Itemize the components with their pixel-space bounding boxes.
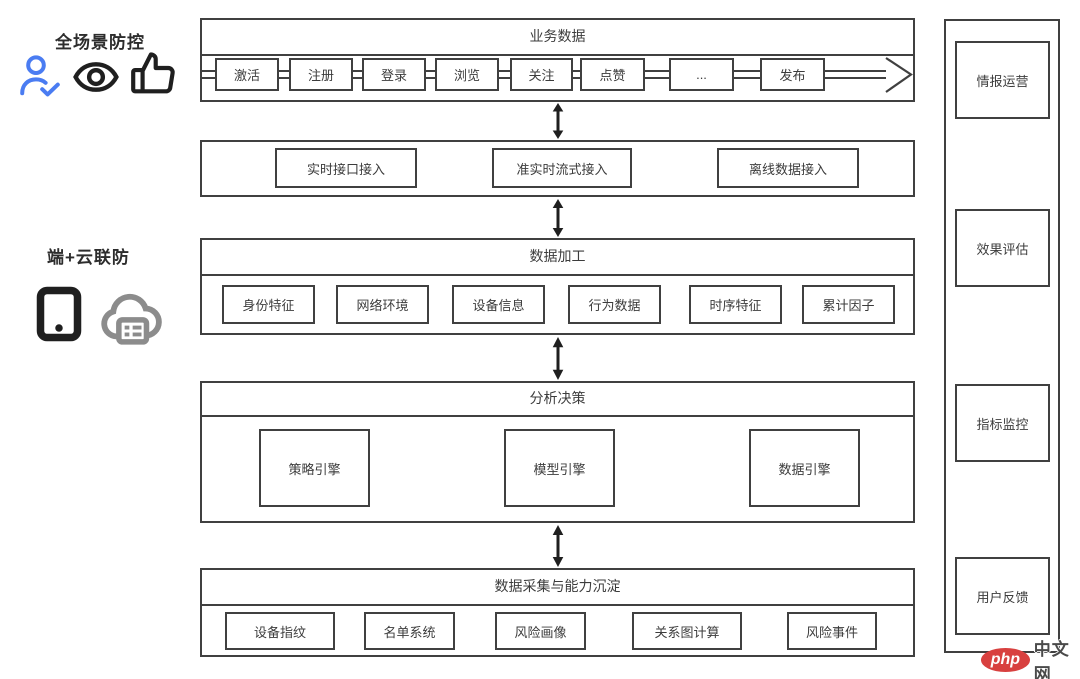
analysis-decision-title: 分析决策: [202, 383, 913, 417]
double-arrow-4: [552, 525, 564, 567]
feature-box: 身份特征: [222, 285, 315, 324]
analysis-decision-section: 分析决策 策略引擎 模型引擎 数据引擎: [200, 381, 915, 523]
step-box: 浏览: [435, 58, 499, 91]
feature-box: 累计因子: [802, 285, 895, 324]
step-box: ...: [669, 58, 734, 91]
business-steps-band: 激活 注册 登录 浏览 关注 点赞 ... 发布: [202, 52, 913, 100]
php-site-text: 中文网: [1033, 640, 1070, 679]
business-data-title: 业务数据: [202, 20, 913, 56]
capability-box: 风险画像: [495, 612, 586, 650]
engine-box: 数据引擎: [749, 429, 860, 507]
step-box: 点赞: [580, 58, 645, 91]
double-arrow-1: [552, 103, 564, 139]
data-access-section: 实时接口接入 准实时流式接入 离线数据接入: [200, 140, 915, 197]
step-box: 登录: [362, 58, 426, 91]
step-box: 注册: [289, 58, 353, 91]
ops-box: 用户反馈: [955, 557, 1050, 635]
capability-box: 设备指纹: [225, 612, 335, 650]
engine-box: 策略引擎: [259, 429, 370, 507]
double-arrow-3: [552, 337, 564, 380]
capability-box: 风险事件: [787, 612, 877, 650]
feature-box: 行为数据: [568, 285, 661, 324]
step-box: 激活: [215, 58, 279, 91]
access-box: 准实时流式接入: [492, 148, 632, 188]
eye-icon: [73, 62, 119, 92]
capability-box: 关系图计算: [632, 612, 742, 650]
cloud-defense-label: 端+云联防: [47, 248, 130, 267]
cloud-server-icon: [101, 293, 162, 345]
ops-box: 指标监控: [955, 384, 1050, 462]
capability-box: 名单系统: [364, 612, 455, 650]
data-processing-title: 数据加工: [202, 240, 913, 276]
user-check-icon: [20, 55, 60, 97]
feature-box: 时序特征: [689, 285, 782, 324]
access-box: 实时接口接入: [275, 148, 417, 188]
php-logo: php: [981, 648, 1030, 672]
ops-box: 情报运营: [955, 41, 1050, 119]
step-box: 关注: [510, 58, 573, 91]
php-cn-watermark: php 中文网: [981, 635, 1080, 679]
data-collection-section: 数据采集与能力沉淀 设备指纹 名单系统 风险画像 关系图计算 风险事件: [200, 568, 915, 657]
data-collection-title: 数据采集与能力沉淀: [202, 570, 913, 606]
ops-box: 效果评估: [955, 209, 1050, 287]
feature-box: 网络环境: [336, 285, 429, 324]
scene-protection-label: 全场景防控: [55, 33, 145, 52]
business-data-section: 业务数据 激活 注册 登录 浏览 关注 点赞 ... 发布: [200, 18, 915, 102]
engine-box: 模型引擎: [504, 429, 615, 507]
thumbs-up-icon: [131, 52, 175, 94]
access-box: 离线数据接入: [717, 148, 859, 188]
operations-column: 情报运营 效果评估 指标监控 用户反馈: [944, 19, 1060, 653]
data-processing-section: 数据加工 身份特征 网络环境 设备信息 行为数据 时序特征 累计因子: [200, 238, 915, 335]
feature-box: 设备信息: [452, 285, 545, 324]
double-arrow-2: [552, 199, 564, 237]
tablet-icon: [36, 286, 82, 342]
step-box: 发布: [760, 58, 825, 91]
